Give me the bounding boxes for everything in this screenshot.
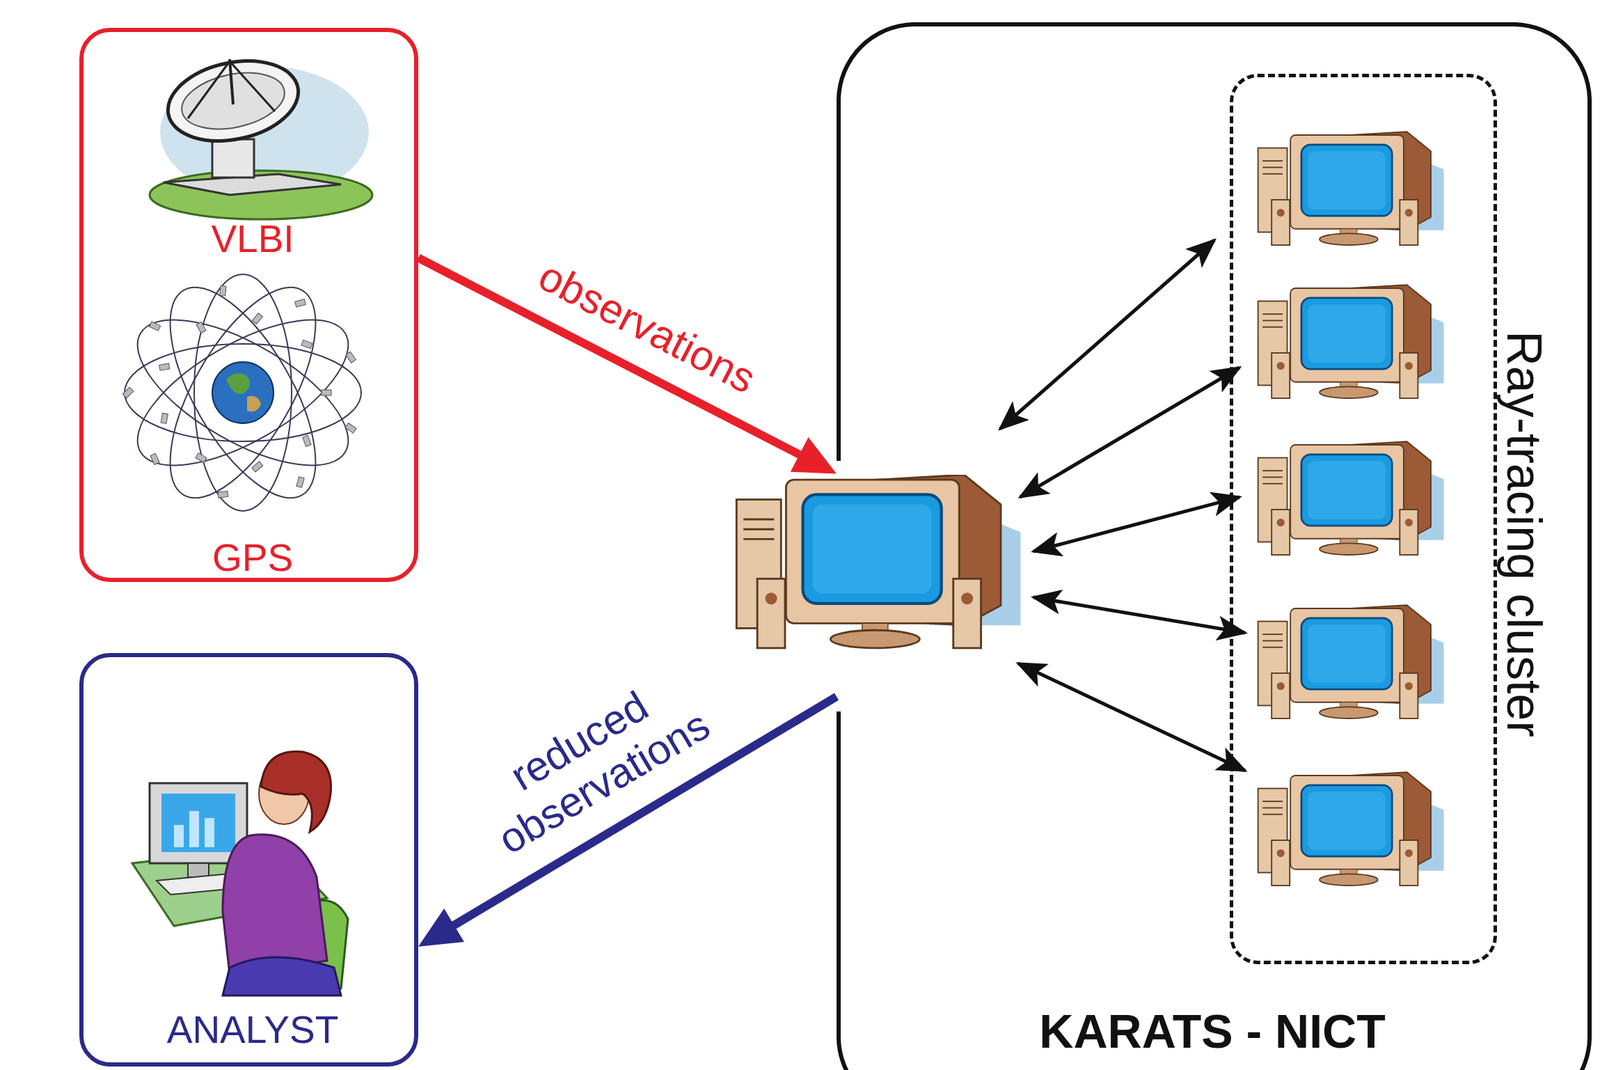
node-label: GPS (212, 536, 293, 580)
gps-satellites-part (345, 422, 357, 433)
computers-part (1258, 604, 1445, 719)
cluster-links (1000, 240, 1246, 771)
analyst-figure-part (189, 810, 200, 847)
node-label: KARATS - NICT (1039, 1004, 1385, 1058)
cluster-links-part (1020, 367, 1240, 497)
gps-satellites (122, 285, 357, 497)
analyst-figure-part (161, 793, 236, 852)
vlbi-antenna-part (187, 61, 230, 119)
gps-constellation-part (141, 265, 344, 520)
gps-constellation-part (247, 395, 261, 413)
gps-satellites-part (296, 476, 305, 488)
gps-satellites-part (160, 412, 168, 424)
gps-constellation-part (226, 373, 250, 394)
computers-part (1258, 441, 1445, 555)
cluster-box: Ray-tracing cluster (1229, 73, 1497, 964)
gps-satellites-part (195, 453, 207, 463)
vlbi-antenna-part (212, 139, 255, 178)
gps-satellites-part (196, 321, 207, 333)
gps-constellation (116, 265, 370, 520)
karats-outline (836, 22, 1592, 1070)
arrow-head (418, 908, 465, 947)
gps-constellation-part (124, 343, 362, 442)
analyst-figure-part (204, 817, 215, 847)
gps-satellites-part (302, 434, 312, 447)
analyst-figure-part (222, 834, 328, 975)
gps-satellites-part (149, 321, 161, 331)
cluster-links-part (1033, 597, 1246, 633)
analyst-figure-part (173, 824, 184, 847)
gps-satellites-part (345, 351, 357, 363)
analyst-figure-part (229, 862, 258, 881)
gps-satellites-part (150, 453, 160, 465)
gps-satellites-part (321, 389, 332, 396)
analyst-figure (132, 751, 348, 996)
edge-label: reduced observations (465, 659, 719, 864)
computers-part (1258, 284, 1445, 399)
cluster-links-part (1033, 496, 1240, 552)
gps-satellites-part (301, 339, 313, 348)
gps-satellites-part (122, 386, 134, 399)
vlbi-antenna-part (149, 170, 373, 220)
computers-part (1258, 131, 1445, 245)
computers-part (1258, 771, 1445, 886)
arrow-head (790, 437, 837, 474)
vlbi-antenna-part (229, 61, 275, 112)
gps-constellation-part (141, 265, 344, 520)
gps-constellation-part (116, 290, 370, 494)
node-label: Ray-tracing cluster (1496, 330, 1551, 738)
gps-satellites-part (251, 461, 264, 472)
computers (736, 131, 1444, 886)
vlbi-antenna (149, 49, 373, 220)
gps-constellation-part (116, 290, 370, 494)
node-label: ANALYST (167, 1008, 339, 1051)
computers-part (736, 474, 1021, 648)
gps-satellites-part (251, 313, 263, 325)
analyst-figure-part (187, 862, 209, 877)
vlbi-antenna-part (160, 49, 307, 152)
karats-box: KARATS - NICT Ray-tracing cluster (836, 22, 1592, 1070)
gps-constellation-part (212, 361, 274, 424)
sensor-box: VLBI GPS (79, 27, 419, 582)
gps-constellation-part (194, 274, 292, 511)
analyst-box: ANALYST (79, 652, 419, 1067)
analyst-figure-part (222, 956, 342, 996)
gps-satellites-part (219, 285, 227, 296)
gps-satellites-part (217, 491, 229, 498)
cluster-links-part (1018, 663, 1246, 771)
karats-outline-path (838, 24, 1590, 1070)
gps-satellites-part (159, 363, 170, 371)
gps-satellites-part (295, 299, 307, 307)
node-label: VLBI (210, 217, 294, 261)
analyst-figure-part (260, 751, 332, 832)
